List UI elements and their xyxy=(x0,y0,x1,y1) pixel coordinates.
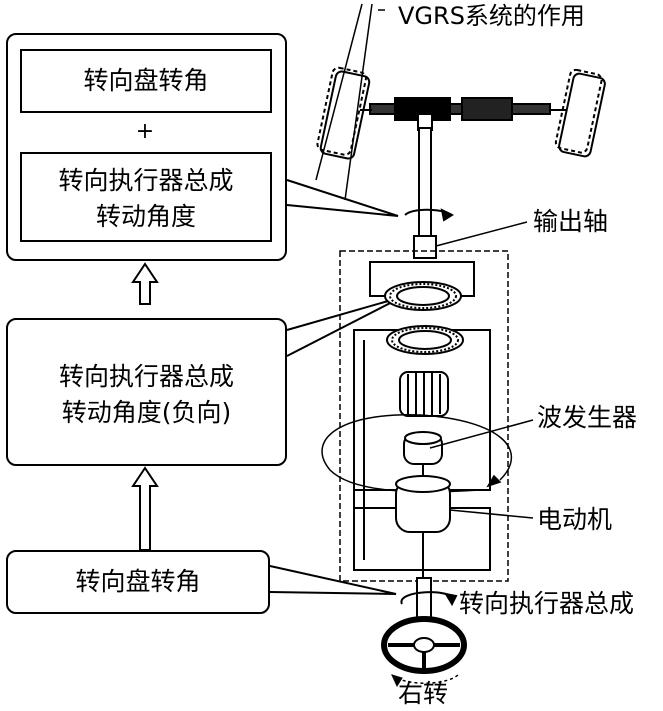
plus-sign: + xyxy=(135,119,155,144)
steering-angle-box xyxy=(20,49,272,113)
diagram-title: VGRS系统的作用 xyxy=(398,2,585,30)
steering-input-label: 转向盘转角 xyxy=(75,567,201,596)
actuator-rotation-label-line1: 转向执行器总成 xyxy=(58,166,234,195)
flow-arrow-lower xyxy=(131,466,159,551)
motor-label: 电动机 xyxy=(537,505,613,534)
wave-generator-label: 波发生器 xyxy=(537,403,638,432)
input-shaft xyxy=(400,577,458,629)
flow-arrow-upper xyxy=(131,262,159,305)
steering-rack xyxy=(360,97,566,131)
leader-lines xyxy=(429,221,534,519)
output-shaft xyxy=(404,127,455,259)
actuator-rotation-box xyxy=(20,152,272,242)
rotation-ellipse xyxy=(321,414,513,493)
negative-rotation-label-line2: 转动角度(负向) xyxy=(61,398,232,427)
front-wheels xyxy=(315,3,606,201)
negative-rotation-label-line1: 转向执行器总成 xyxy=(58,362,234,391)
turn-right-label: 右转 xyxy=(398,679,449,708)
negative-rotation-box xyxy=(6,318,287,466)
callout-tails xyxy=(269,179,403,595)
steering-wheel xyxy=(381,616,467,688)
wave-generator xyxy=(403,431,443,476)
actuator-assembly-label: 转向执行器总成 xyxy=(459,589,635,618)
output-shaft-label: 输出轴 xyxy=(533,207,609,236)
steering-input-box xyxy=(6,550,270,614)
circular-spline-lower xyxy=(386,325,464,355)
electric-motor xyxy=(395,475,451,580)
flexspline xyxy=(399,371,449,417)
steering-angle-label: 转向盘转角 xyxy=(83,66,209,95)
circular-spline-upper xyxy=(384,281,462,311)
actuator-rotation-label-line2: 转动角度 xyxy=(95,202,196,231)
